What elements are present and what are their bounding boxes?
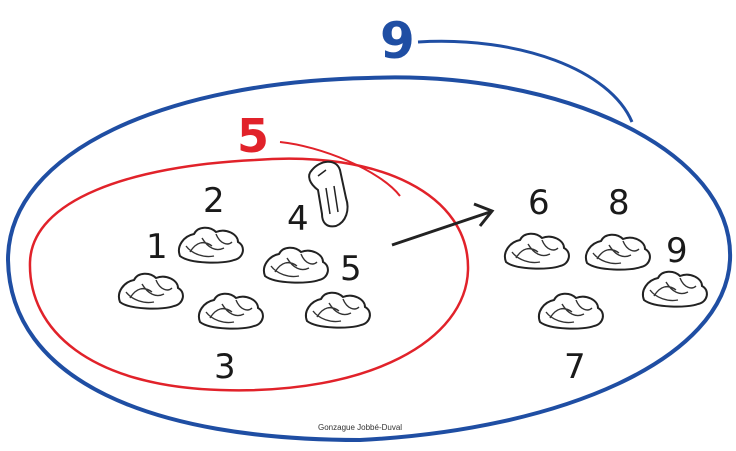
- number-label: 8: [608, 183, 630, 223]
- number-label: 5: [340, 249, 362, 289]
- number-label: 9: [666, 231, 688, 271]
- number-label: 6: [528, 183, 550, 223]
- pebble-icon: [304, 291, 371, 329]
- inner-set-label-leader: [279, 141, 401, 197]
- outer-set-label: 9: [380, 12, 415, 70]
- pebble-icon: [177, 226, 244, 264]
- pebble-icon: [584, 233, 651, 271]
- inner-set-outline: [28, 157, 470, 392]
- outer-set-outline: [5, 75, 733, 443]
- inner-set-label: 5: [237, 109, 269, 163]
- pebble-icon: [537, 292, 604, 330]
- number-label: 4: [287, 199, 309, 239]
- arrow-right-icon: [391, 202, 495, 247]
- credit-caption: Gonzague Jobbé-Duval: [318, 423, 403, 432]
- number-label: 3: [214, 347, 236, 387]
- pebble-icon: [262, 246, 329, 284]
- pebble-icon: [197, 292, 264, 330]
- pebble-icon: [641, 270, 708, 308]
- outer-set-label-leader: [417, 39, 634, 123]
- pebble-icon: [503, 232, 570, 270]
- pebble-icon: [117, 272, 184, 310]
- number-label: 7: [564, 347, 586, 387]
- number-label: 2: [203, 181, 225, 221]
- number-label: 1: [146, 227, 168, 267]
- pointing-hand-icon: [308, 160, 349, 228]
